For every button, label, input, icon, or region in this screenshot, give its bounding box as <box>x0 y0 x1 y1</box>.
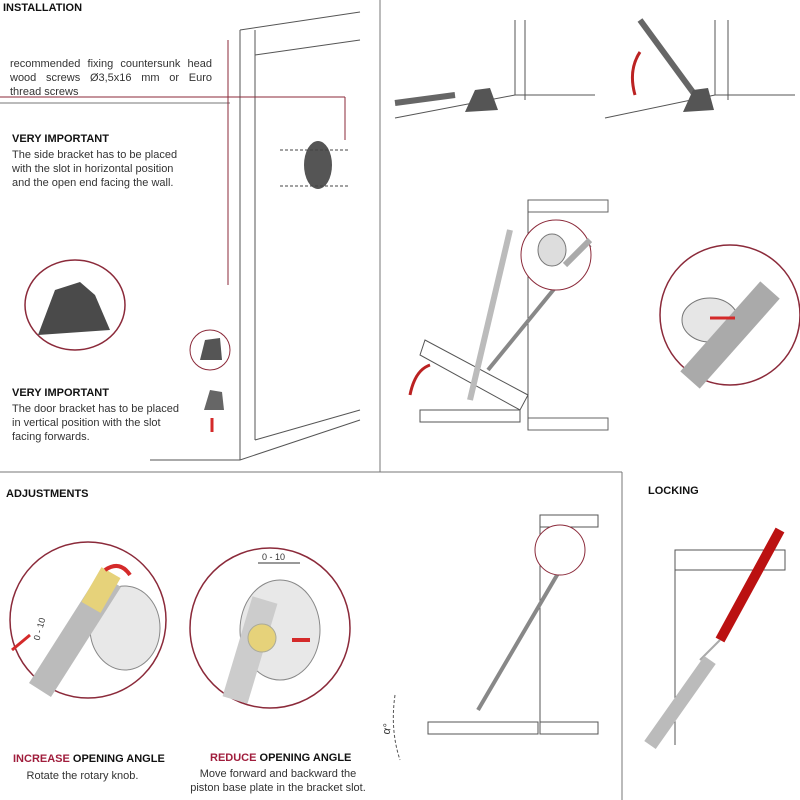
reduce-rest: OPENING ANGLE <box>256 752 352 764</box>
increase-text: Rotate the rotary knob. <box>26 770 139 782</box>
adjustments-title: ADJUSTMENTS <box>6 488 89 500</box>
locking-title: LOCKING <box>648 485 699 497</box>
side-bracket-text: The side bracket has to be placed with t… <box>12 149 178 189</box>
side-bracket <box>304 141 332 189</box>
increase-heading: INCREASE OPENING ANGLE <box>13 753 165 765</box>
step-drawings <box>392 20 795 761</box>
section-dividers <box>0 0 623 800</box>
reduce-heading: REDUCE OPENING ANGLE <box>210 752 351 764</box>
reduce-scale-label: 0 - 10 <box>262 552 286 562</box>
rotate-arrow <box>630 51 642 96</box>
screw-guides <box>280 149 350 187</box>
bracket-detail-circle <box>189 329 231 371</box>
screws-note: recommended fixing countersunk head wood… <box>10 58 212 98</box>
installation-wall-drawing <box>0 11 361 461</box>
increase-rest: OPENING ANGLE <box>69 753 165 765</box>
reduce-text: Move forward and backward the piston bas… <box>190 768 366 794</box>
door-bracket-heading: VERY IMPORTANT <box>12 387 109 399</box>
angle-label: α° <box>380 722 395 736</box>
door-bracket-text: The door bracket has to be placed in ver… <box>12 403 179 443</box>
increase-accent: INCREASE <box>13 753 70 765</box>
door-bracket-detail <box>24 259 126 351</box>
reduce-accent: REDUCE <box>210 752 257 764</box>
side-bracket-heading: VERY IMPORTANT <box>12 133 109 145</box>
installation-title: INSTALLATION <box>3 2 83 14</box>
